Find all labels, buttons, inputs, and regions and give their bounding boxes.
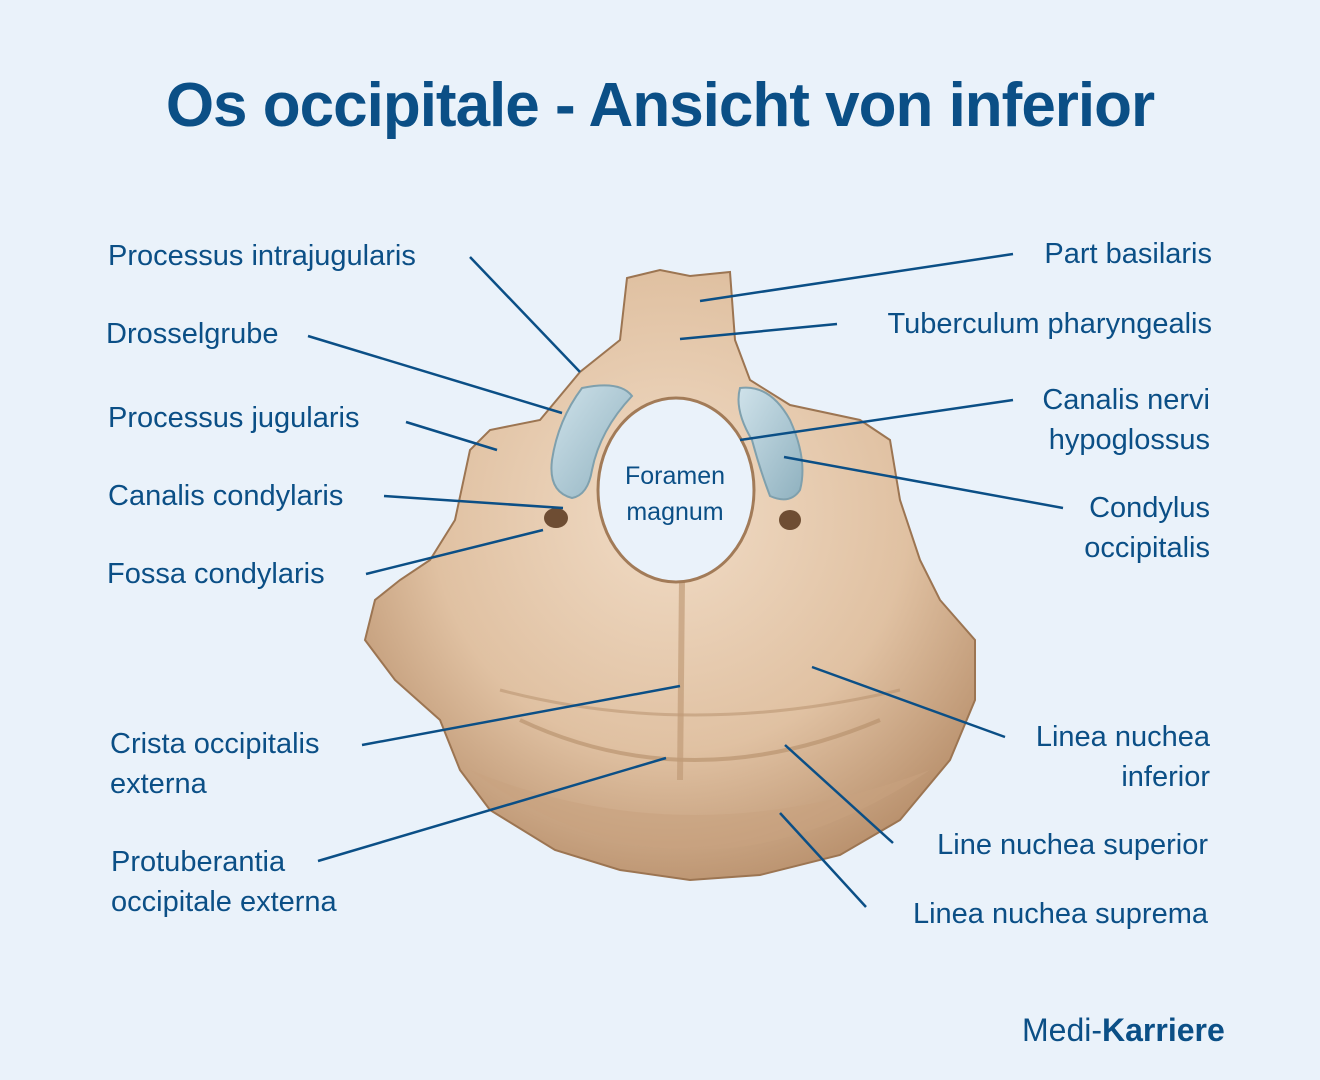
label-line: hypoglossus [1048, 424, 1210, 456]
label-line: Linea nuchea [1035, 721, 1210, 753]
medi-karriere-logo: Medi-Karriere [1022, 1012, 1225, 1049]
label-line: Protuberantia [111, 846, 286, 878]
label-part-basilaris: Part basilaris [1044, 238, 1212, 270]
label-drosselgrube: Drosselgrube [106, 318, 279, 350]
leader-lines [307, 252, 1064, 908]
diagram-title: Os occipitale - Ansicht von inferior [165, 71, 1155, 140]
label-fossa-condylaris: Fossa condylaris [107, 558, 325, 590]
label-processus-intrajugularis: Processus intrajugularis [108, 240, 416, 272]
label-crista-occipitalis-externa: Crista occipitalis externa [110, 724, 320, 804]
label-linea-nuchea-suprema: Linea nuchea suprema [912, 898, 1208, 930]
logo-part2: Karriere [1102, 1012, 1225, 1048]
label-line: Crista occipitalis [110, 728, 320, 760]
label-tuberculum-pharyngealis: Tuberculum pharyngealis [887, 308, 1212, 340]
label-line: occipitale externa [111, 886, 337, 918]
foramen-magnum-label: Foramen magnum [600, 458, 750, 530]
label-canalis-nervi-hypoglossus: Canalis nervi hypoglossus [1042, 380, 1210, 460]
label-processus-jugularis: Processus jugularis [108, 402, 360, 434]
foramen-magnum-line2: magnum [626, 498, 724, 526]
label-canalis-condylaris: Canalis condylaris [108, 480, 344, 512]
foramen-magnum-line1: Foramen [624, 462, 726, 490]
logo-part1: Medi- [1022, 1012, 1103, 1048]
label-line: inferior [1121, 761, 1210, 793]
foramen-magnum [596, 396, 756, 584]
label-condylus-occipitalis: Condylus occipitalis [1084, 488, 1210, 568]
label-line: externa [110, 768, 207, 800]
label-line: Condylus [1089, 492, 1210, 524]
label-line: occipitalis [1084, 532, 1210, 564]
label-line-nuchea-superior: Line nuchea superior [937, 829, 1208, 861]
label-protuberantia-occipitale-externa: Protuberantia occipitale externa [111, 842, 337, 922]
label-linea-nuchea-inferior: Linea nuchea inferior [1036, 717, 1210, 797]
label-line: Canalis nervi [1042, 384, 1210, 416]
left-condyle [550, 384, 634, 500]
